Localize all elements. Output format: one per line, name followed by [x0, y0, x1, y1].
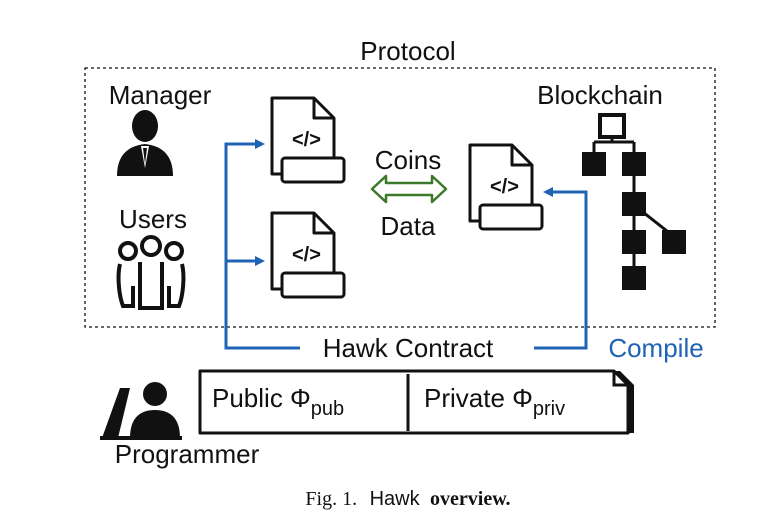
private-phi-label: Private Φpriv: [424, 383, 565, 420]
hawk-contract-arrows: [224, 139, 300, 350]
programmer-icon: [100, 382, 182, 440]
users-label: Users: [119, 204, 187, 234]
contract-spec-box: [198, 369, 634, 435]
public-phi-label: Public Φpub: [212, 383, 344, 420]
blockchain-icon: [582, 113, 686, 290]
coins-data-arrow: [370, 174, 448, 204]
manager-icon: [117, 110, 173, 176]
manager-label: Manager: [109, 80, 212, 110]
compile-arrow: [534, 187, 588, 350]
protocol-title: Protocol: [360, 36, 455, 66]
coins-label: Coins: [375, 145, 441, 175]
figure-caption: Fig. 1. Hawk overview.: [305, 488, 510, 510]
code-file-icon: [468, 143, 544, 231]
data-label: Data: [381, 211, 436, 241]
compile-label: Compile: [608, 333, 703, 363]
hawk-contract-label: Hawk Contract: [323, 333, 494, 363]
users-icon: [116, 235, 186, 310]
code-file-icon: [270, 211, 346, 299]
programmer-label: Programmer: [115, 439, 260, 469]
code-file-icon: [270, 96, 346, 184]
protocol-frame: [84, 67, 716, 328]
blockchain-label: Blockchain: [537, 80, 663, 110]
